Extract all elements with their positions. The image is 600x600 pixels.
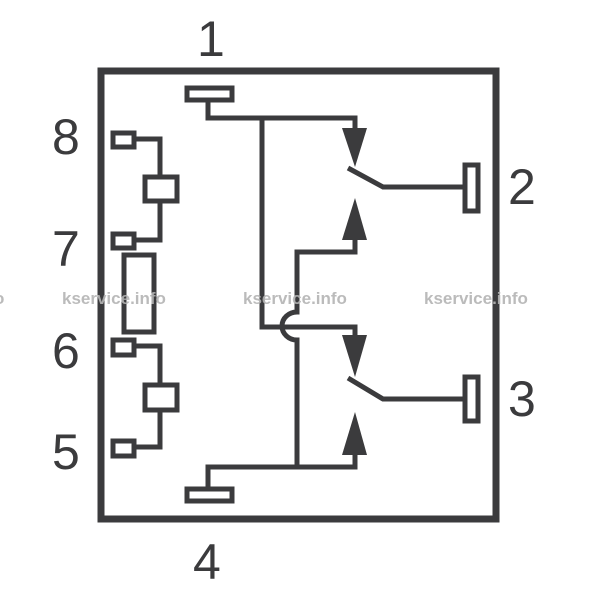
switch-arm-1 [346,165,466,190]
pin-3-label: 3 [508,371,536,427]
resistor-2 [142,382,180,413]
coil [121,252,157,335]
nc-contact-1-arrow [342,128,367,167]
pin-6-wire [134,343,163,385]
pin-8-pad [110,130,137,150]
pin-5-pad [110,438,137,459]
pin-2-pad [462,162,481,214]
pin-5-label: 5 [52,424,80,480]
pin-3-pad [462,374,481,424]
watermark-fragment: o [0,289,4,308]
pin-8-label: 8 [52,109,80,165]
no-1-wire [279,238,358,467]
pin-7-pad [110,231,137,251]
pin-4-wire [205,453,358,489]
pin-2-label: 2 [508,159,536,215]
pin-7-wire [134,201,163,243]
pin-4-label: 4 [193,534,221,590]
switch-arm-2 [346,375,466,402]
pin-6-label: 6 [52,323,80,379]
pin-1-label: 1 [197,11,225,67]
pin-7-label: 7 [52,221,80,277]
resistor-1 [142,174,180,204]
pin-8-wire [134,136,163,177]
watermark-3: kservice.info [424,289,528,308]
pin-5-wire [134,410,163,450]
pin-6-pad [110,337,137,358]
common-trunk-wire [259,118,358,337]
watermark-2: kservice.info [243,289,347,308]
nc-contact-2-arrow [342,335,367,377]
relay-outline [97,67,500,523]
no-contact-2-arrow [342,412,367,455]
no-contact-1-arrow [342,198,367,240]
pin-1-pad [184,85,235,103]
pin-4-pad [184,486,235,504]
watermark-1: kservice.info [62,289,166,308]
common-1-wire [205,100,358,130]
